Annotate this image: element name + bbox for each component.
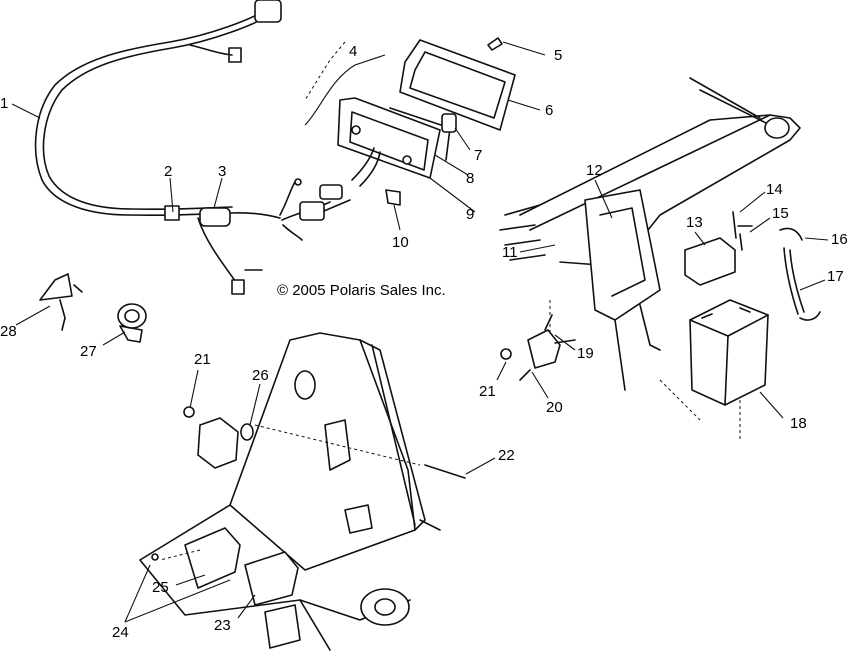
- callout-4: 4: [349, 43, 357, 60]
- callout-21-right: 21: [479, 383, 496, 400]
- callout-22: 22: [498, 447, 515, 464]
- callout-21-left: 21: [194, 351, 211, 368]
- callout-16: 16: [831, 231, 848, 248]
- starter-relay: [500, 314, 576, 381]
- frame: [499, 77, 801, 391]
- callout-6: 6: [545, 102, 553, 119]
- voltage-regulator: [184, 527, 241, 589]
- callout-19: 19: [577, 345, 594, 362]
- battery-strap: [779, 227, 821, 321]
- callout-7: 7: [474, 147, 482, 164]
- harness-connector: [199, 207, 231, 227]
- callout-11: 11: [502, 244, 518, 261]
- callout-13: 13: [686, 214, 703, 231]
- harness-clip: [164, 205, 180, 221]
- battery-bolt: [732, 211, 737, 239]
- battery-bolt-2: [737, 225, 753, 251]
- battery: [689, 299, 769, 406]
- callout-5: 5: [554, 47, 562, 64]
- callout-25: 25: [152, 579, 169, 596]
- callout-8: 8: [466, 170, 474, 187]
- callout-26: 26: [252, 367, 269, 384]
- callout-labels: 1 2 3 4 5 6 7 8 9 10 11 12 13 14 15 16 1…: [0, 43, 848, 641]
- wiring-harness: [34, 0, 351, 295]
- battery-cover: [684, 237, 736, 286]
- callout-2: 2: [164, 163, 172, 180]
- callout-28: 28: [0, 323, 17, 340]
- callout-14: 14: [766, 181, 783, 198]
- leader-lines: [11, 41, 829, 623]
- callout-3: 3: [218, 163, 226, 180]
- cdi-module: [183, 406, 254, 469]
- rectifier: [244, 551, 299, 606]
- mounting-bolt: [424, 464, 466, 479]
- callout-27: 27: [80, 343, 97, 360]
- copyright-notice: © 2005 Polaris Sales Inc.: [277, 282, 446, 299]
- callout-18: 18: [790, 415, 807, 432]
- callout-15: 15: [772, 205, 789, 222]
- callout-17: 17: [827, 268, 844, 285]
- callout-23: 23: [214, 617, 231, 634]
- callout-24: 24: [112, 624, 129, 641]
- callout-12: 12: [586, 162, 603, 179]
- callout-20: 20: [546, 399, 563, 416]
- clip-28: [39, 273, 83, 331]
- callout-1: 1: [0, 95, 8, 112]
- rear-panel: [139, 332, 441, 651]
- clip-27: [117, 303, 147, 343]
- callout-10: 10: [392, 234, 409, 251]
- tail-light-assembly: [337, 37, 516, 206]
- callout-9: 9: [466, 206, 474, 223]
